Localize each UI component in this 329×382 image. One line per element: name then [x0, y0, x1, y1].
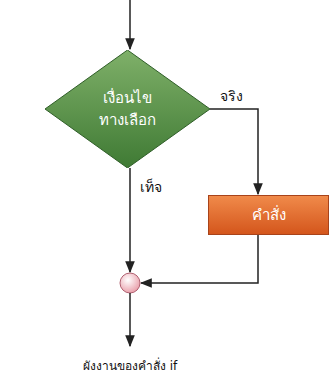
- branch-label: จริง: [220, 85, 243, 107]
- caption: ผังงานของคำสั่ง if: [0, 356, 260, 375]
- process-box: คำสั่ง: [208, 195, 329, 235]
- merge-circle: [120, 273, 140, 293]
- node-text: เงื่อนไข: [103, 87, 152, 110]
- exit-arrow: [129, 293, 131, 346]
- flow-arrow: [210, 109, 258, 194]
- diamond-outline: [45, 50, 210, 168]
- diamond-shape: [45, 50, 210, 168]
- return-line: [141, 235, 258, 283]
- decision-diamond: เงื่อนไขทางเลือก: [45, 50, 210, 168]
- false-line: [129, 168, 131, 272]
- node-text: คำสั่ง: [252, 204, 286, 227]
- branch-label: เท็จ: [140, 176, 162, 198]
- node-text: ทางเลือก: [99, 109, 156, 132]
- entry-arrow: [129, 0, 131, 49]
